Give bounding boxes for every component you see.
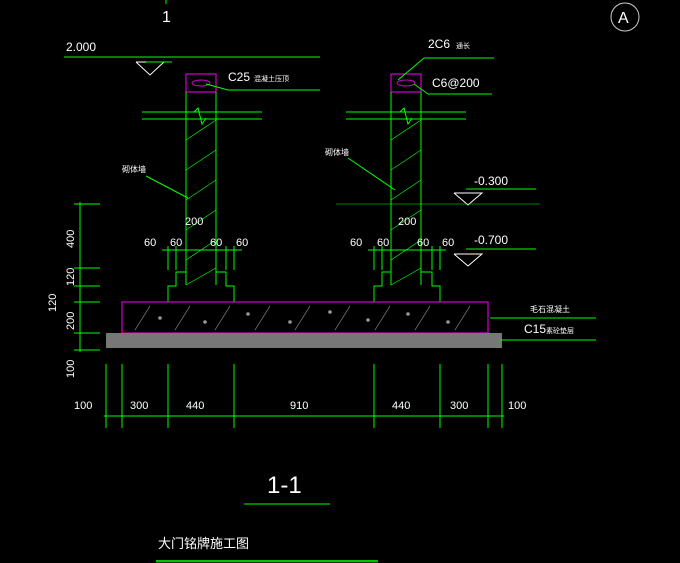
masonry-label-left: 砌体墙 (122, 164, 146, 174)
wall-width-left: 200 (185, 216, 203, 228)
svg-text:440: 440 (392, 400, 410, 412)
svg-text:100: 100 (74, 400, 92, 412)
axis-label: A (618, 10, 629, 27)
svg-text:60: 60 (377, 237, 389, 249)
cap-concrete-sub-label: 混凝土压顶 (254, 74, 289, 83)
rebar-stirrup-label: C6@200 (432, 76, 480, 90)
svg-text:300: 300 (130, 400, 148, 412)
rubble-concrete-label: 毛石混凝土 (530, 304, 570, 314)
svg-text:400: 400 (65, 230, 77, 248)
left-wall (142, 73, 262, 302)
svg-text:120: 120 (65, 268, 77, 286)
svg-text:60: 60 (417, 237, 429, 249)
svg-text:910: 910 (290, 400, 308, 412)
svg-text:60: 60 (350, 237, 362, 249)
svg-text:120: 120 (47, 294, 59, 312)
svg-text:-0.300: -0.300 (474, 174, 508, 188)
svg-text:-0.700: -0.700 (474, 233, 508, 247)
svg-text:60: 60 (144, 237, 156, 249)
cushion-sub-label: 素砼垫层 (546, 326, 574, 335)
rebar-main-sub-label: 通长 (456, 41, 470, 50)
axis-bubble (610, 2, 640, 32)
offset-dims-right: 60 60 60 60 (350, 237, 454, 270)
horizontal-dims: 100 300 440 910 440 300 100 (74, 364, 526, 428)
cushion-grade-label: C15 (524, 322, 546, 336)
elevation-mark-top: 2.000 (64, 40, 320, 76)
svg-text:100: 100 (508, 400, 526, 412)
top-marker-label: 1 (162, 9, 171, 26)
right-cap-concrete (390, 73, 422, 93)
wall-width-right: 200 (398, 216, 416, 228)
drawing-title: 大门铭牌施工图 (158, 536, 249, 551)
svg-text:100: 100 (65, 360, 77, 378)
cushion-layer (106, 333, 502, 348)
svg-text:60: 60 (170, 237, 182, 249)
masonry-label-right: 砌体墙 (325, 147, 349, 157)
vertical-dims: 400 120 120 200 100 (47, 202, 100, 378)
svg-text:300: 300 (450, 400, 468, 412)
svg-text:60: 60 (210, 237, 222, 249)
left-cap-concrete (185, 73, 217, 93)
rubble-hatch (134, 305, 471, 331)
cap-concrete-label: C25 (228, 70, 250, 84)
svg-text:440: 440 (186, 400, 204, 412)
offset-dims-left: 60 60 60 60 (144, 237, 248, 270)
svg-text:60: 60 (236, 237, 248, 249)
section-title: 1-1 (267, 472, 302, 499)
svg-text:60: 60 (442, 237, 454, 249)
rebar-main-label: 2C6 (428, 37, 450, 51)
svg-text:2.000: 2.000 (66, 40, 96, 54)
elevation-mark-bottom: -0.700 (453, 233, 536, 267)
elevation-mark-mid: -0.300 (336, 174, 540, 206)
svg-text:200: 200 (65, 312, 77, 330)
